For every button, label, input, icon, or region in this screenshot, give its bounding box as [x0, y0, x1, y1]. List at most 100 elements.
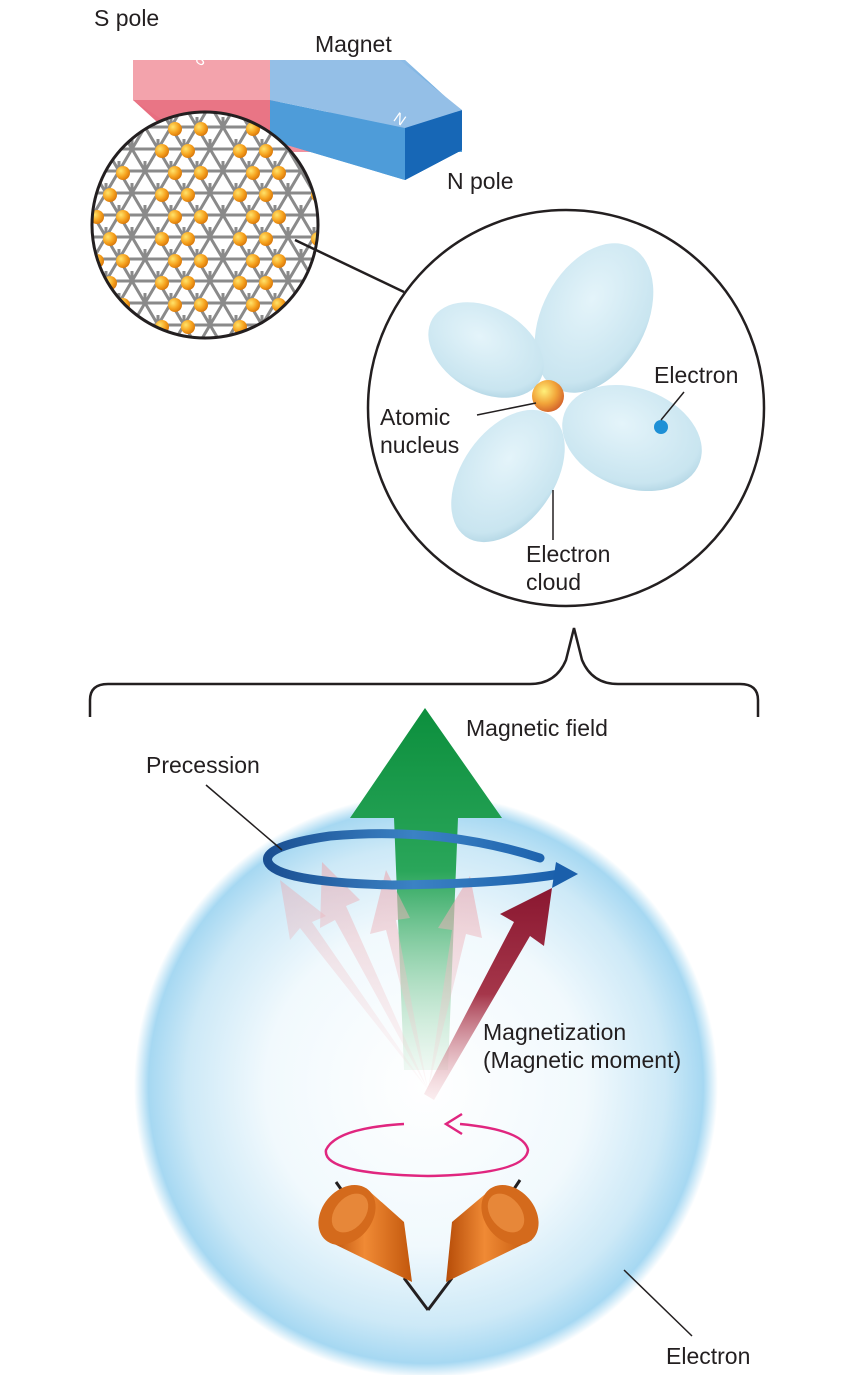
lattice-bond: [41, 105, 54, 127]
lattice-atom: [116, 166, 130, 180]
lattice-bond: [208, 214, 225, 238]
lattice-bond: [208, 192, 225, 216]
lattice-bond: [93, 347, 106, 369]
lattice-bond: [67, 281, 80, 303]
lattice-bond: [340, 303, 353, 325]
lattice-atom: [64, 78, 78, 92]
lattice-atom: [337, 188, 351, 202]
lattice-atom: [116, 210, 130, 224]
lattice-atom: [233, 276, 247, 290]
lattice-bond: [223, 347, 236, 369]
lattice-bond: [67, 105, 80, 127]
cloud-lobe-left: [428, 302, 544, 398]
precession-label: Precession: [146, 752, 260, 778]
lattice-bond: [208, 280, 225, 304]
lattice-bond: [92, 148, 95, 172]
lattice-bond: [67, 347, 80, 369]
magnet-label: Magnet: [315, 31, 392, 57]
lattice-atom: [181, 144, 195, 158]
lattice-bond: [92, 148, 108, 172]
lattice-bond: [327, 347, 340, 369]
lattice-bond: [67, 303, 80, 325]
lattice-bond: [92, 280, 95, 304]
lattice-bond: [130, 236, 147, 260]
s-pole-label: S pole: [94, 5, 159, 31]
lattice-bond: [92, 126, 108, 150]
lattice-bond: [92, 112, 108, 128]
lattice-bond: [312, 324, 318, 338]
lattice-bond: [197, 347, 210, 369]
lattice-bond: [92, 192, 95, 216]
lattice-bond: [67, 325, 80, 347]
lattice-bond: [143, 258, 160, 282]
lattice-bond: [171, 347, 184, 369]
electron-sphere: [134, 794, 718, 1375]
lattice-bond: [104, 112, 121, 128]
lattice-atom: [116, 122, 130, 136]
lattice-atom: [233, 144, 247, 158]
lattice-bond: [286, 170, 303, 194]
lattice-bond: [208, 126, 225, 150]
lattice-bond: [312, 280, 318, 304]
spin-ring: [324, 1112, 530, 1178]
lattice-bond: [184, 347, 197, 369]
lattice-bond: [119, 83, 132, 105]
cloud-lobe-upper: [534, 243, 654, 393]
lattice-bond: [130, 214, 147, 238]
lattice-bond: [143, 126, 160, 150]
zoom-brace: [88, 627, 760, 717]
lattice-atom: [272, 254, 286, 268]
lattice-bond: [67, 127, 80, 149]
lattice-bond: [353, 215, 366, 237]
lattice-bond: [54, 281, 67, 303]
lattice-bond: [260, 324, 277, 338]
lattice-bond: [54, 193, 67, 215]
lattice-atom: [311, 276, 318, 290]
lattice-bond: [92, 112, 95, 128]
lattice-bond: [208, 236, 225, 260]
lattice-bond: [132, 347, 145, 369]
lattice-bond: [106, 347, 119, 369]
lattice-bond: [67, 259, 80, 281]
lattice-bond: [286, 258, 303, 282]
lattice-atom: [77, 188, 91, 202]
lattice-atom: [272, 166, 286, 180]
lattice-bond: [67, 215, 80, 237]
lattice-atom: [155, 232, 169, 246]
lattice-bond: [143, 302, 160, 326]
lattice-bond: [130, 192, 147, 216]
atomic-nucleus: [532, 380, 564, 412]
lattice-bond: [340, 193, 353, 215]
electron-cloud-label-1: Electron: [526, 541, 610, 567]
lattice-bond: [41, 237, 54, 259]
lattice-atom: [194, 210, 208, 224]
lattice-bond: [119, 347, 132, 369]
cloud-lobe-lower: [451, 409, 565, 543]
precession-ring: [263, 829, 578, 890]
lattice-bond: [92, 302, 108, 326]
lattice-bond: [299, 280, 316, 304]
atom-magnifier: Electron Atomic nucleus Electron cloud: [366, 208, 766, 608]
lattice-bond: [41, 325, 54, 347]
lattice-bond: [353, 347, 366, 369]
lattice-atom: [181, 232, 195, 246]
lattice-atom: [324, 298, 338, 312]
lattice-atom: [116, 342, 130, 356]
lattice-bond: [299, 302, 316, 326]
lattice-atom: [324, 210, 338, 224]
lattice-bond: [130, 280, 147, 304]
magnetic-field-label: Magnetic field: [466, 715, 608, 741]
magnetization-label-2: (Magnetic moment): [483, 1047, 681, 1073]
atomic-nucleus-label-1: Atomic: [380, 404, 450, 430]
lattice-bond: [67, 83, 80, 105]
lattice-bond: [130, 258, 147, 282]
lattice-bond: [286, 324, 303, 338]
lattice-atom: [116, 254, 130, 268]
lattice-bond: [41, 83, 54, 105]
lattice-atom: [350, 210, 364, 224]
lattice-bond: [54, 325, 67, 347]
lattice-bond: [299, 324, 316, 338]
lattice-bond: [93, 83, 106, 105]
lattice-atom: [259, 144, 273, 158]
lattice-bond: [143, 170, 160, 194]
